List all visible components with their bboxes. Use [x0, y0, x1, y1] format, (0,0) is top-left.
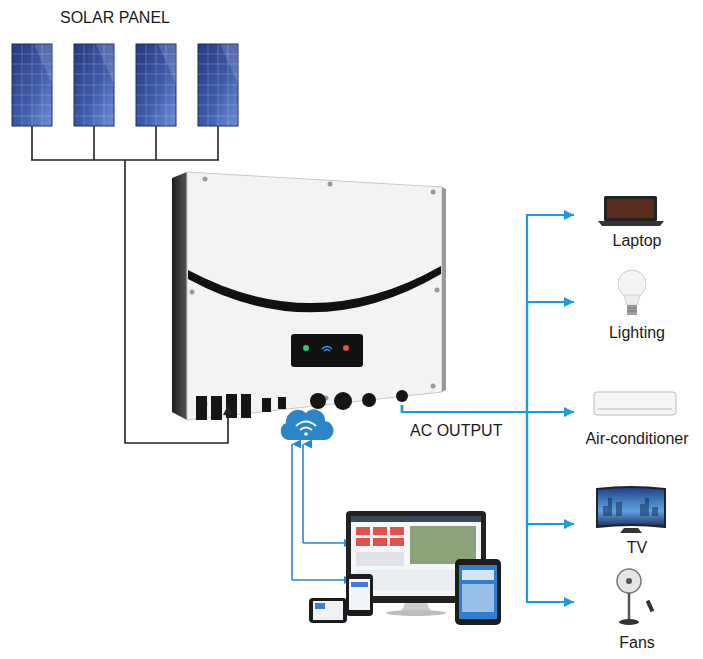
node-label: SOLAR PANEL	[60, 9, 170, 27]
device-node: Air-conditioner	[574, 388, 700, 448]
node-label: Laptop	[613, 232, 662, 250]
connector	[402, 215, 574, 412]
node-label: AC OUTPUT	[410, 422, 502, 440]
connector	[125, 160, 228, 443]
node-label: TV	[627, 539, 647, 557]
solar-panel-group: SOLAR PANEL	[10, 5, 242, 160]
node-label: Fans	[619, 634, 655, 652]
device-icons	[594, 196, 676, 625]
connector	[402, 405, 574, 602]
connector	[402, 302, 574, 412]
device-node: Lighting	[574, 266, 700, 342]
device-node: TV	[574, 486, 700, 557]
device-node: Fans	[574, 566, 700, 652]
node-label: Lighting	[609, 324, 665, 342]
solar-panels	[12, 44, 238, 160]
device-node: Laptop	[574, 192, 700, 250]
node-label: Air-conditioner	[585, 430, 688, 448]
inverter: AC OUTPUT	[172, 172, 442, 405]
inverter-unit	[172, 172, 446, 420]
connector	[402, 405, 574, 524]
monitoring	[281, 410, 501, 625]
